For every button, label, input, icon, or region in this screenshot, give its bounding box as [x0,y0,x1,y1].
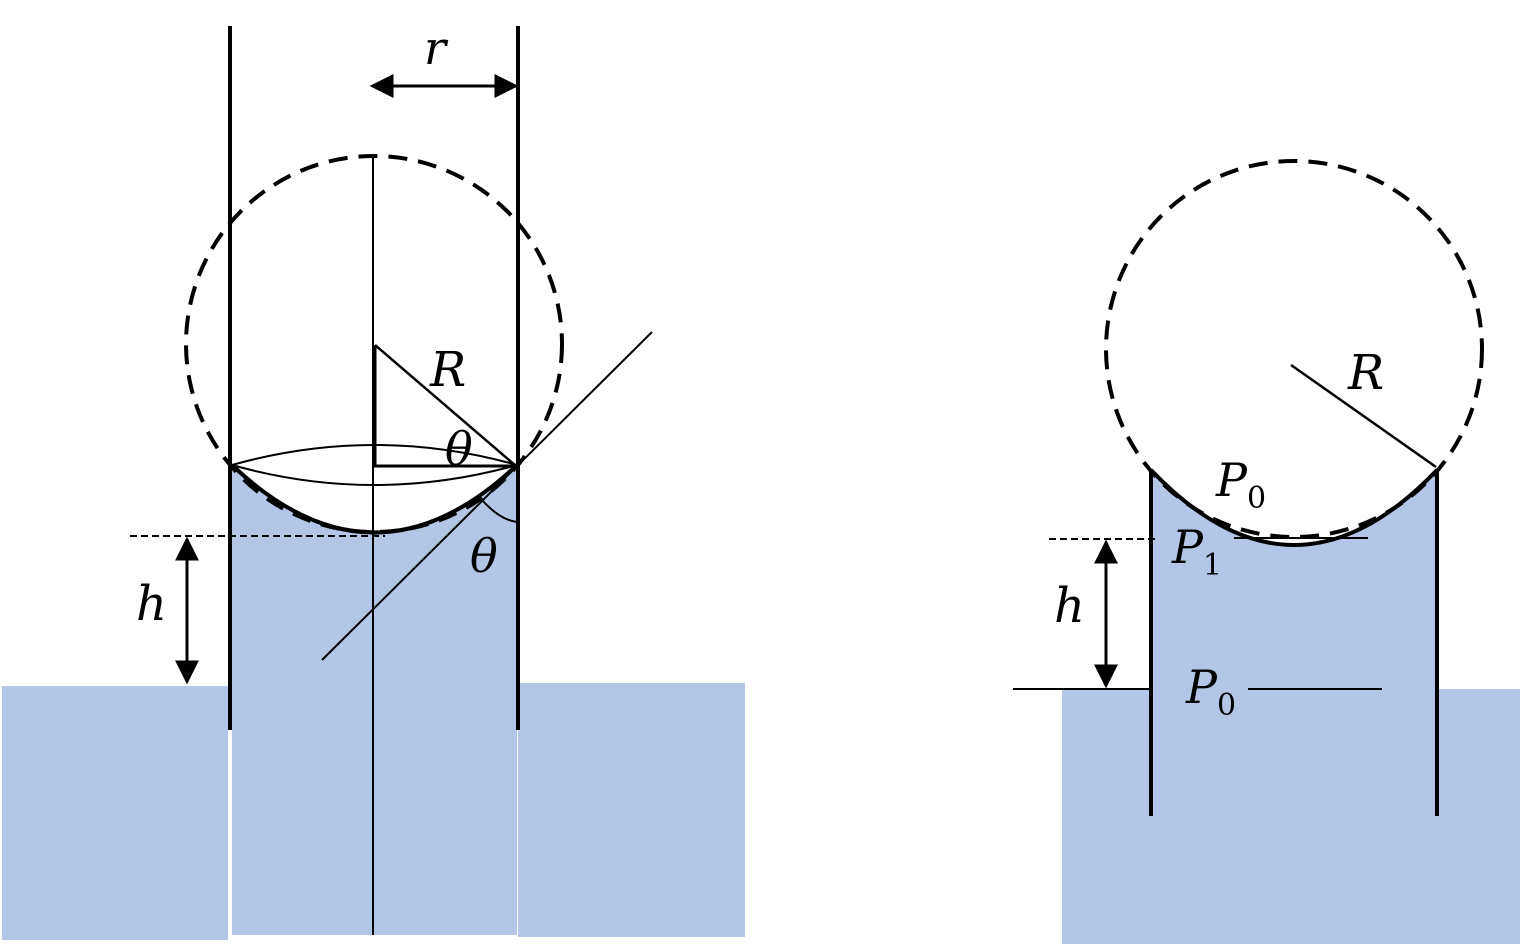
left-r-label: r [424,21,449,75]
left-theta-arc [481,499,518,523]
left-R-label: R [429,342,466,398]
right-dashed-circle [1104,159,1484,539]
right-pressure-top-label: P0 [1215,453,1266,516]
right-liquid-column [1151,470,1437,944]
right-panel: R P0 P1 P0 h [1013,159,1520,944]
left-dashed-circle [184,154,564,534]
right-h-label: h [1054,578,1085,634]
left-reservoir-liquid-right [518,683,745,937]
right-radius-line [1290,363,1437,469]
right-meniscus-surface [1149,468,1439,547]
left-reservoir-liquid [2,686,228,940]
left-radius-triangle [373,345,516,468]
left-theta-bottom-label: θ [470,529,498,583]
left-tangent-line [321,331,653,661]
left-meniscus-ellipse-bottom [231,464,518,486]
left-theta-top-label: θ [445,422,473,476]
left-meniscus-surface [230,463,519,535]
right-pressure-bottom-label: P0 [1185,660,1236,723]
left-h-label: h [136,576,167,632]
left-radius-line [374,344,517,467]
left-panel: r R θ θ h [2,21,745,940]
left-meniscus-ellipse-top [231,444,518,466]
right-pressure-mid-label: P1 [1171,520,1222,583]
right-R-label: R [1347,345,1384,401]
left-liquid-column [232,465,517,935]
